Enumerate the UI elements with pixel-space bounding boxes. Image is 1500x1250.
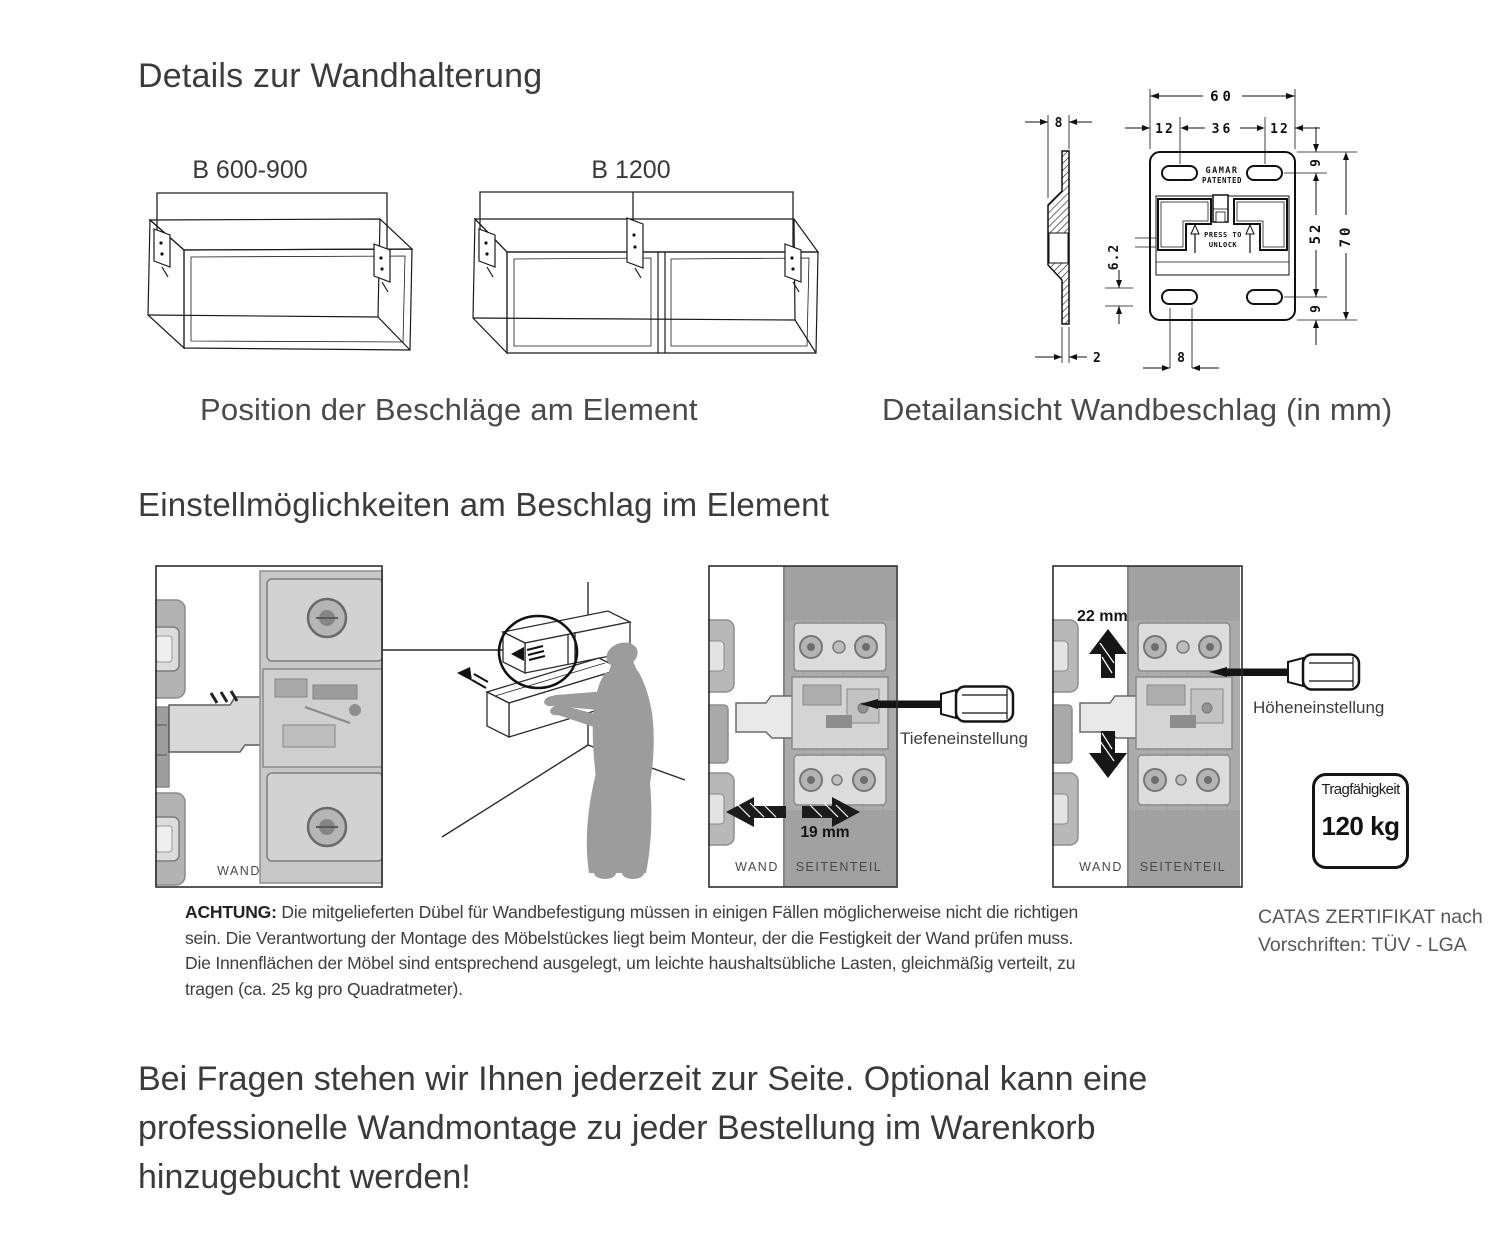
certificate-line-1: CATAS ZERTIFIKAT nach (1258, 906, 1483, 928)
depth-value: 19 mm (800, 824, 849, 841)
cabinet-small-lines (147, 192, 414, 351)
cabinet-large-diagram: B 1200 (472, 156, 820, 355)
warning-line-3: Die Innenflächen der Möbel sind entsprec… (185, 953, 1076, 973)
screwdriver-icon (860, 685, 1015, 723)
warning-line-1: ACHTUNG: Die mitgelieferten Dübel für Wa… (185, 902, 1079, 922)
panel-border (155, 565, 383, 888)
side-panel-label: SEITENTEIL (1140, 860, 1227, 874)
panel-height-adjustment: 22 mm Höheneinstellung WAND SEITENTEIL (1052, 565, 1384, 888)
dim-profile-8: 8 (1055, 116, 1063, 131)
certificate-line-2: Vorschriften: TÜV - LGA (1258, 934, 1467, 956)
insert-arrow-circled (511, 645, 546, 661)
dim-9-bottom: 9 (1309, 305, 1324, 313)
closeup-leader-line (383, 649, 503, 651)
caption-position: Position der Beschläge am Element (200, 392, 698, 427)
wall-label: WAND (1079, 860, 1123, 874)
dim-slot-8: 8 (1177, 351, 1185, 366)
detail-circle (497, 614, 579, 690)
dim-60: 60 (1210, 89, 1235, 105)
panel-bracket-closeup: WAND (155, 565, 383, 888)
panel-depth-adjustment: 19 mm WAND SEITENTEIL Tiefeneinstellung (708, 565, 1028, 888)
warning-line-4: tragen (ca. 25 kg pro Quadratmeter). (185, 978, 463, 999)
dim-9-top: 9 (1309, 159, 1324, 167)
dim-70: 70 (1338, 225, 1354, 248)
unlock-text-1: PRESS TO (1204, 231, 1242, 239)
cabinet-large-lines (472, 191, 820, 355)
cabinet-large-label: B 1200 (591, 156, 670, 184)
wall-label: WAND (217, 864, 261, 878)
bracket-front-view: GAMAR PATENTED PRESS TO UNLOCK (1135, 151, 1296, 321)
dim-12-left: 12 (1155, 122, 1175, 137)
bracket-technical-drawing: 8 2 6.2 GAMAR PATENTED (1025, 89, 1357, 371)
side-panel-label: SEITENTEIL (796, 860, 883, 874)
bracket-dimensions: 60 12 36 12 9 52 9 (1125, 89, 1357, 371)
load-capacity-value: 120 kg (1321, 811, 1400, 841)
dim-12-right: 12 (1270, 122, 1290, 137)
cabinet-small-diagram: B 600-900 (147, 156, 414, 351)
warning-label: ACHTUNG: (185, 902, 277, 922)
mounting-scene-illustration (441, 582, 686, 879)
page-title: Details zur Wandhalterung (138, 57, 543, 95)
height-adjustment-label: Höheneinstellung (1253, 698, 1384, 717)
dim-profile-2: 2 (1093, 351, 1101, 366)
warning-paragraph: ACHTUNG: Die mitgelieferten Dübel für Wa… (185, 900, 1078, 1002)
dim-offset-62: 6.2 (1107, 244, 1122, 270)
warning-line-2: sein. Die Verantwortung der Montage des … (185, 927, 1074, 948)
wall-label: WAND (735, 860, 779, 874)
certificate-note: CATAS ZERTIFIKAT nach Vorschriften: TÜV … (1258, 903, 1483, 959)
cabinet-large-wall-plates (478, 217, 802, 293)
load-capacity-title: Tragfähigkeit (1321, 781, 1400, 798)
brand-text: GAMAR (1205, 166, 1238, 176)
closeup-photo (155, 570, 383, 886)
closing-line-2: professionelle Wandmontage zu jeder Best… (138, 1109, 1096, 1147)
cabinet-small-wall-plates (153, 228, 391, 293)
dim-52: 52 (1308, 222, 1324, 245)
insert-arrow-free (457, 667, 489, 689)
person-silhouette (544, 642, 654, 879)
panel-border (1052, 565, 1243, 888)
bracket-profile-view: 8 2 6.2 (1025, 115, 1133, 366)
screwdriver-icon (1209, 653, 1361, 691)
closing-text: Bei Fragen stehen wir Ihnen jederzeit zu… (138, 1055, 1147, 1202)
patented-text: PATENTED (1202, 176, 1242, 185)
panel-border (708, 565, 898, 888)
cabinet-small-label: B 600-900 (192, 156, 307, 184)
section-heading-adjustment: Einstellmöglichkeiten am Beschlag im Ele… (138, 486, 830, 523)
closing-line-3: hinzugebucht werden! (138, 1158, 471, 1196)
load-capacity-badge: Tragfähigkeit 120 kg (1312, 773, 1409, 869)
height-arrows (1089, 629, 1127, 778)
unlock-text-2: UNLOCK (1209, 241, 1238, 249)
height-value: 22 mm (1077, 608, 1128, 625)
depth-arrows (726, 797, 860, 827)
closing-line-1: Bei Fragen stehen wir Ihnen jederzeit zu… (138, 1060, 1148, 1098)
dim-36: 36 (1212, 122, 1234, 137)
depth-adjustment-label: Tiefeneinstellung (900, 729, 1028, 748)
caption-detail-view: Detailansicht Wandbeschlag (in mm) (882, 392, 1393, 427)
